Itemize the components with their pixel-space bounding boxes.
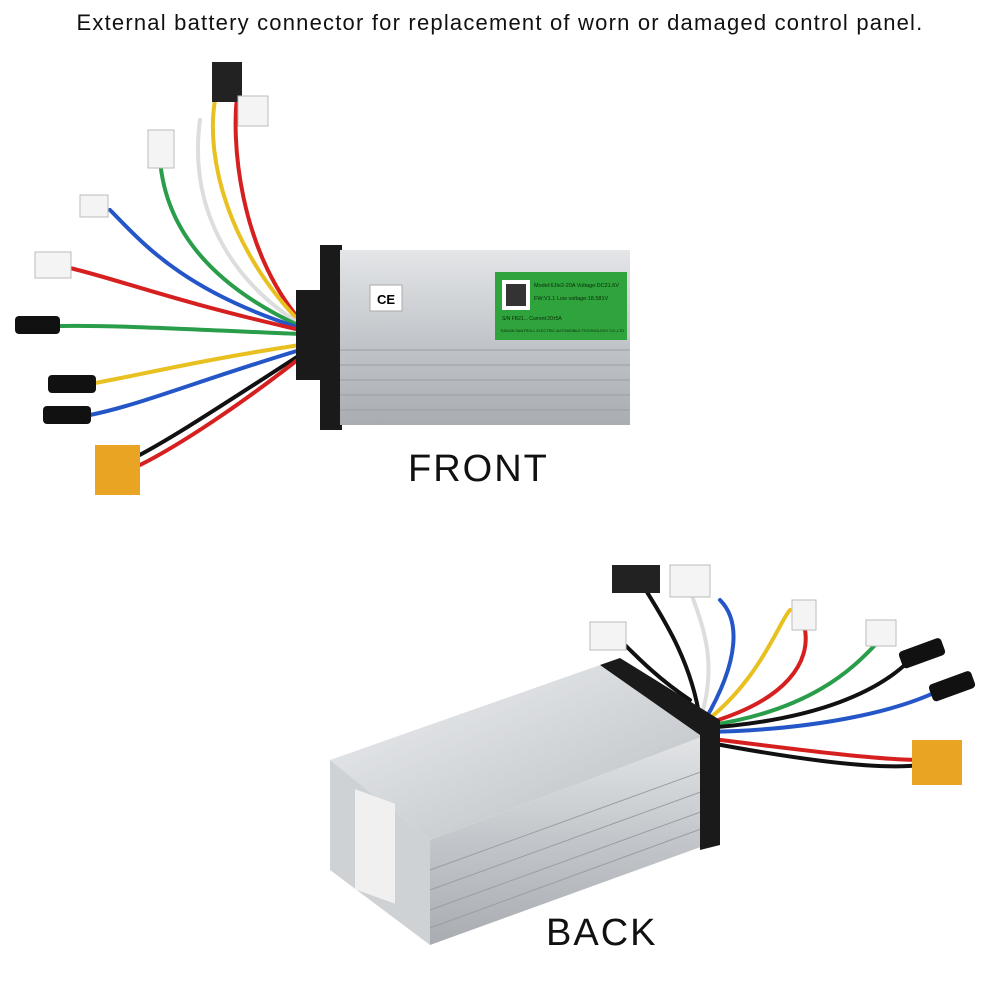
front-wires — [58, 88, 302, 467]
svg-text:FW:V1.1 Low voltage:18.581V: FW:V1.1 Low voltage:18.581V — [534, 296, 609, 302]
headline: External battery connector for replaceme… — [76, 10, 924, 35]
svg-text:Model:6JIe2-20A Voltage:DC21.6: Model:6JIe2-20A Voltage:DC21.6V — [534, 283, 619, 289]
front-caption: FRONT — [408, 448, 549, 490]
back-connectors — [589, 564, 976, 785]
back-controller-housing — [330, 658, 721, 945]
svg-text:TIANJIN SANTROLL ELECTRIC AUTO: TIANJIN SANTROLL ELECTRIC AUTOMOBILE TEC… — [500, 329, 624, 333]
svg-text:S/N FB21... Current:20±5A: S/N FB21... Current:20±5A — [502, 316, 562, 322]
front-connectors — [15, 62, 269, 495]
ce-mark: CE — [377, 292, 395, 307]
back-wires — [618, 578, 942, 769]
back-label — [355, 789, 395, 904]
back-caption: BACK — [546, 912, 658, 954]
front-controller-housing: CE Model:6JIe2-20A Voltage:DC21.6V FW:V1… — [296, 245, 630, 430]
